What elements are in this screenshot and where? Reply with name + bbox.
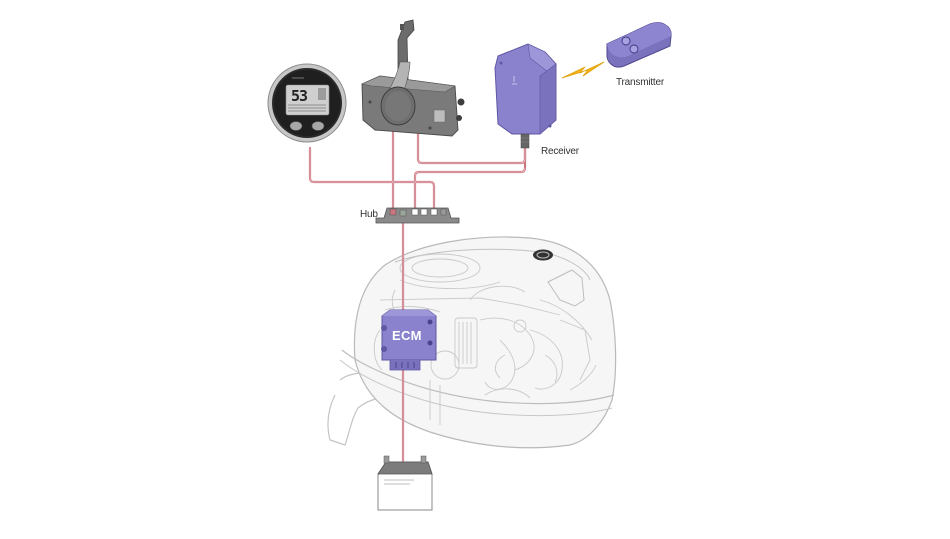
transmitter-button-2 — [629, 44, 639, 54]
gauge-left-button — [289, 121, 303, 131]
transmitter-label: Transmitter — [616, 77, 664, 88]
gauge-right-button — [311, 121, 325, 131]
ecm-module — [381, 309, 437, 371]
digital-gauge — [267, 63, 347, 143]
transmitter-button-1 — [621, 36, 631, 46]
hub-connector — [375, 207, 460, 224]
battery — [377, 455, 433, 511]
wireless-signal-icon — [561, 61, 605, 79]
receiver-label: Receiver — [541, 146, 579, 157]
wiring-harness — [308, 130, 527, 468]
yamaha-logo-icon — [533, 249, 553, 261]
remote-control-box — [361, 19, 465, 137]
gauge-display-value: 53 — [291, 87, 308, 105]
outboard-engine — [327, 236, 617, 449]
hub-label: Hub — [360, 209, 378, 220]
transmitter-fob — [606, 22, 672, 68]
receiver-module — [494, 43, 557, 149]
ecm-label: ECM — [392, 328, 422, 343]
